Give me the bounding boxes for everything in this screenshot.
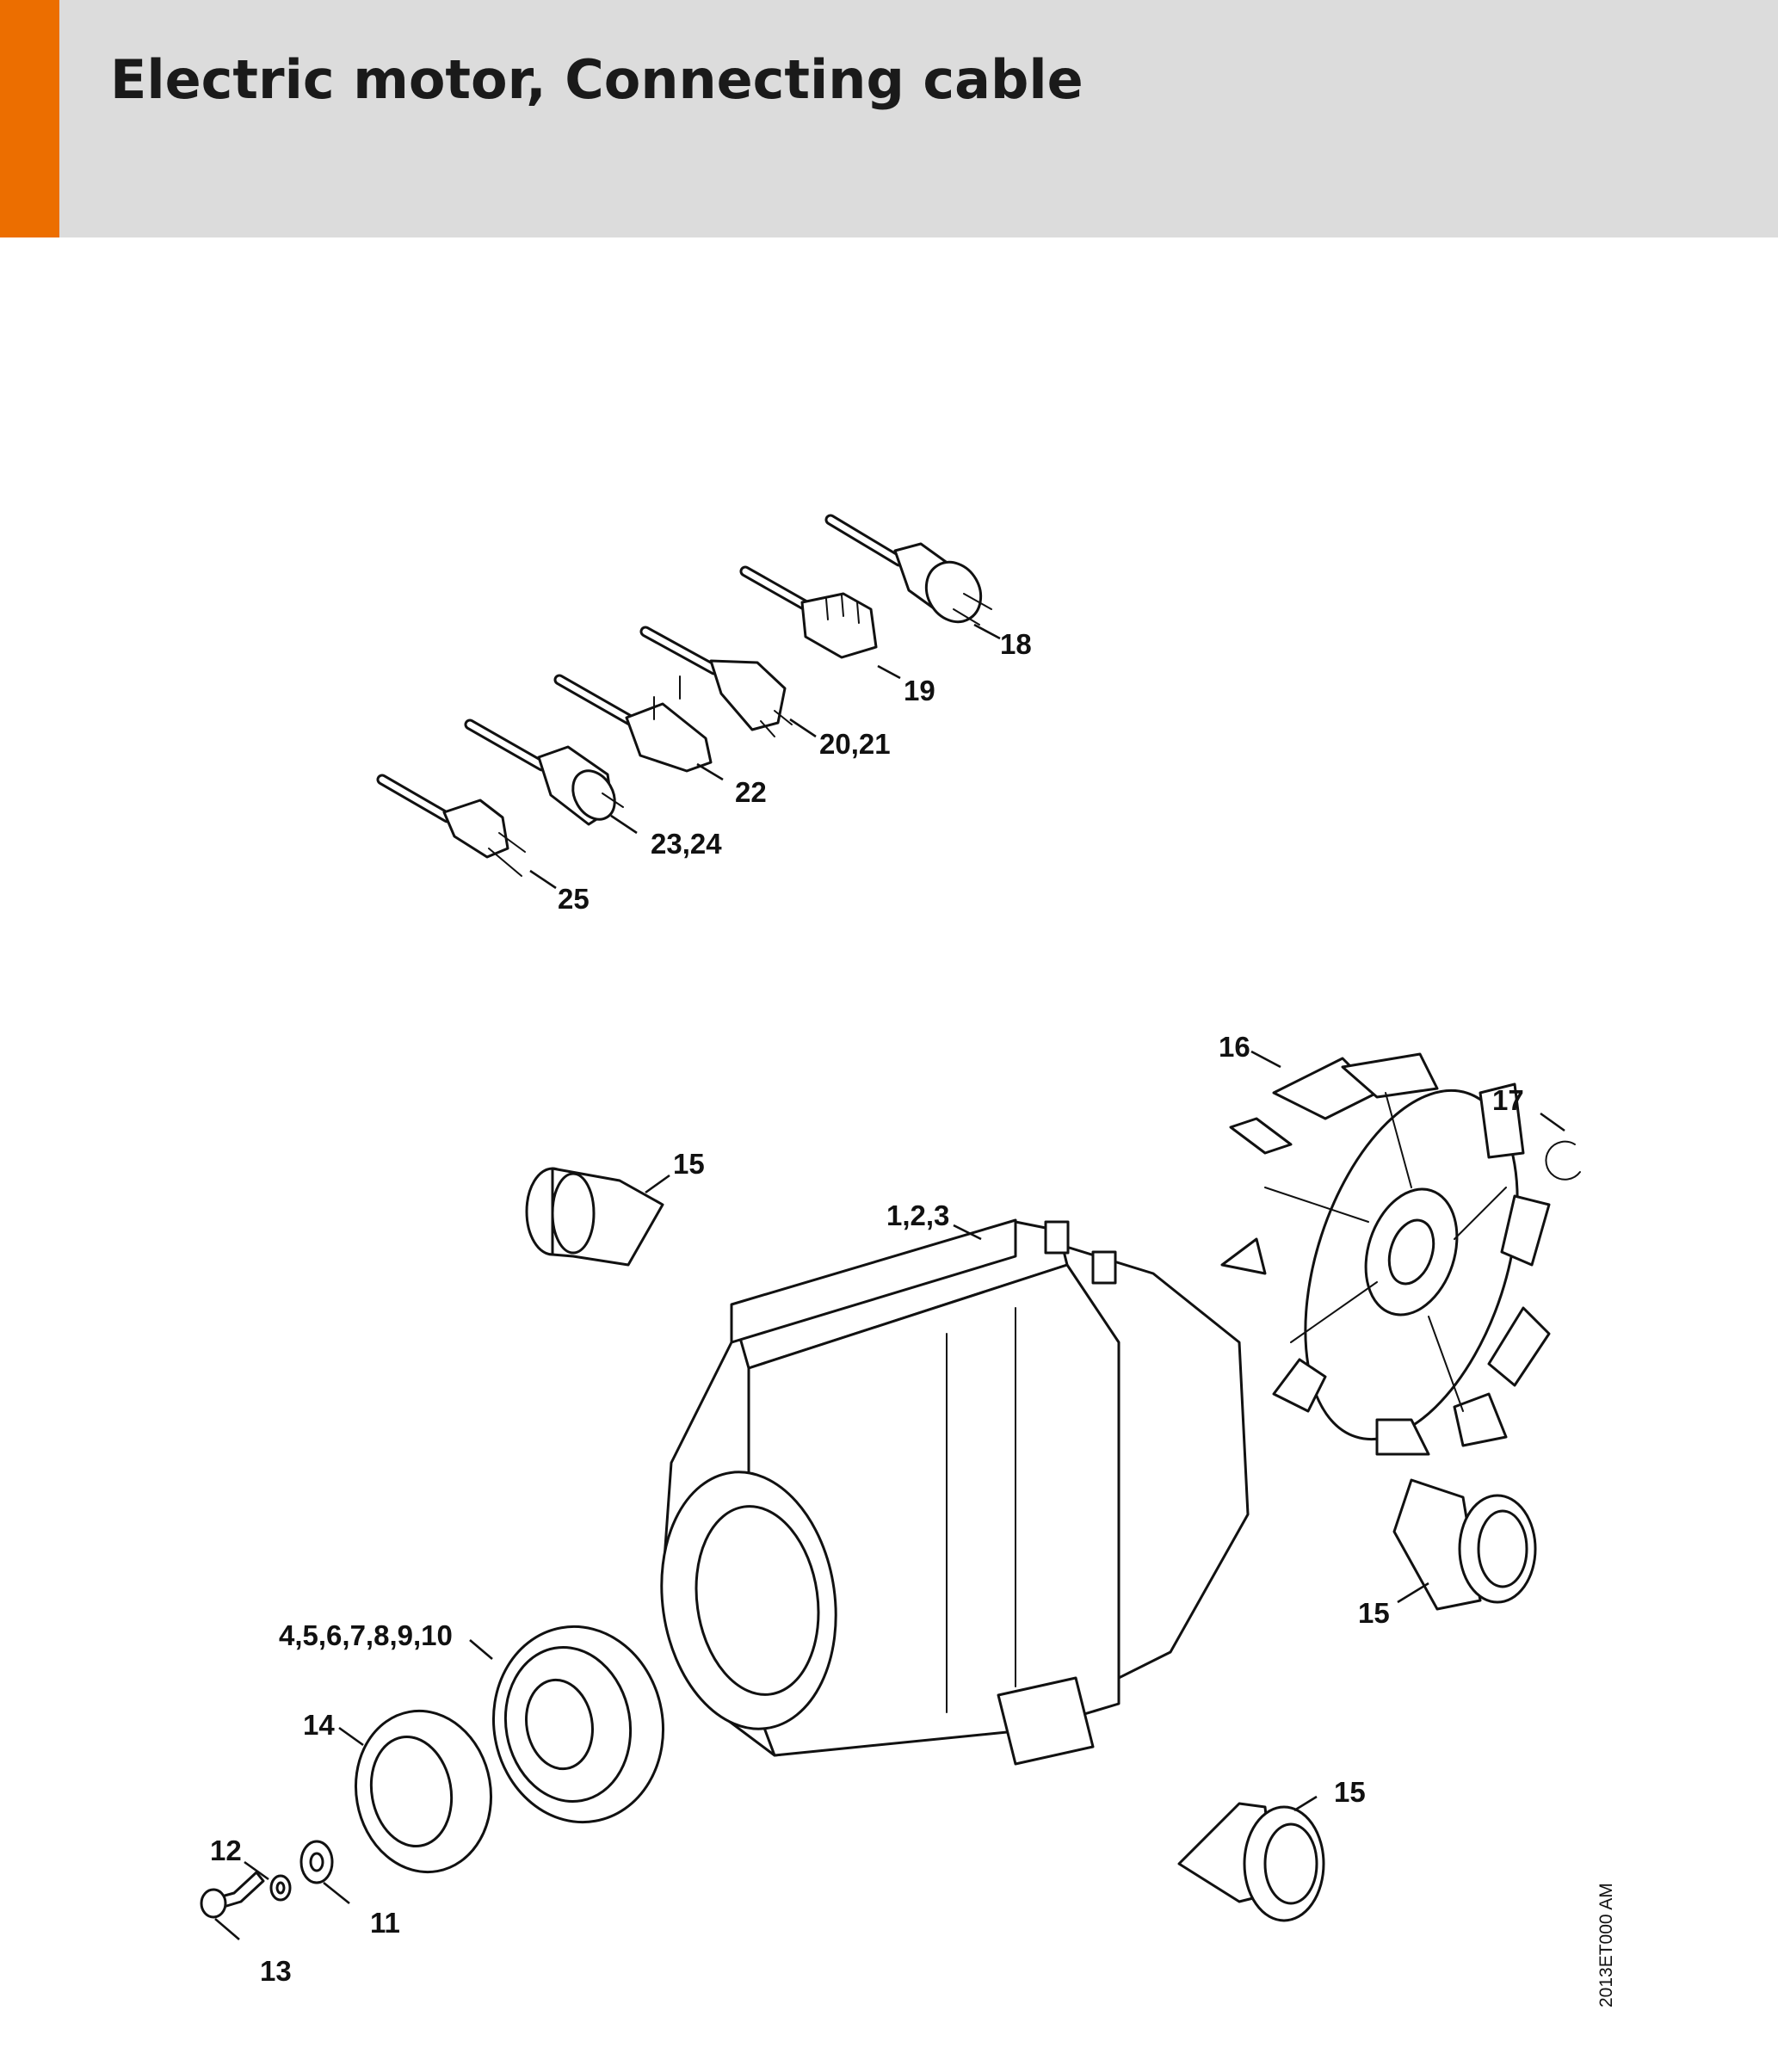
boot-15-right[interactable]	[1392, 1478, 1537, 1611]
leader-lines	[214, 623, 1565, 1940]
label-11: 11	[370, 1907, 400, 1939]
bearing-14[interactable]	[343, 1700, 503, 1883]
label-18: 18	[1000, 628, 1032, 660]
label-13: 13	[260, 1955, 292, 1987]
label-20-21: 20,21	[819, 728, 891, 760]
label-16: 16	[1219, 1031, 1250, 1063]
header-band	[0, 0, 1778, 237]
plug-23-24[interactable]	[464, 718, 624, 827]
label-19: 19	[904, 675, 935, 706]
plug-22[interactable]	[553, 674, 713, 773]
boot-15-top[interactable]	[525, 1167, 664, 1267]
bearing-housing-4-10[interactable]	[478, 1613, 679, 1836]
fan-16[interactable]	[1220, 1052, 1558, 1466]
reference-code: 2013ET000 AM	[1596, 1883, 1616, 2007]
label-12: 12	[210, 1835, 242, 1866]
label-15-top: 15	[673, 1148, 705, 1180]
motor-1-2-3[interactable]	[645, 1218, 1250, 1766]
label-17: 17	[1492, 1084, 1524, 1116]
label-4-10: 4,5,6,7,8,9,10	[279, 1619, 453, 1651]
label-14: 14	[303, 1709, 335, 1741]
label-15-right: 15	[1358, 1597, 1390, 1629]
plug-19[interactable]	[739, 565, 878, 659]
label-23-24: 23,24	[651, 828, 722, 860]
circlip-17[interactable]	[1545, 1140, 1581, 1181]
accent-bar	[0, 0, 59, 237]
boot-15-bottom[interactable]	[1177, 1802, 1325, 1922]
washer-11[interactable]	[299, 1840, 334, 1884]
label-15-bottom: 15	[1334, 1776, 1366, 1808]
plug-18[interactable]	[824, 514, 992, 632]
label-25: 25	[558, 883, 590, 915]
part-labels: 18 19 20,21 22 23,24 25 16 17 15 1,2,3 1…	[210, 628, 1616, 2007]
screw-13[interactable]	[200, 1871, 265, 1919]
plug-20-21[interactable]	[639, 626, 793, 737]
lock-washer-12[interactable]	[269, 1874, 292, 1902]
plug-25[interactable]	[376, 774, 526, 877]
label-1-2-3: 1,2,3	[886, 1199, 949, 1231]
page-title: Electric motor, Connecting cable	[110, 48, 1083, 111]
label-22: 22	[735, 776, 767, 808]
